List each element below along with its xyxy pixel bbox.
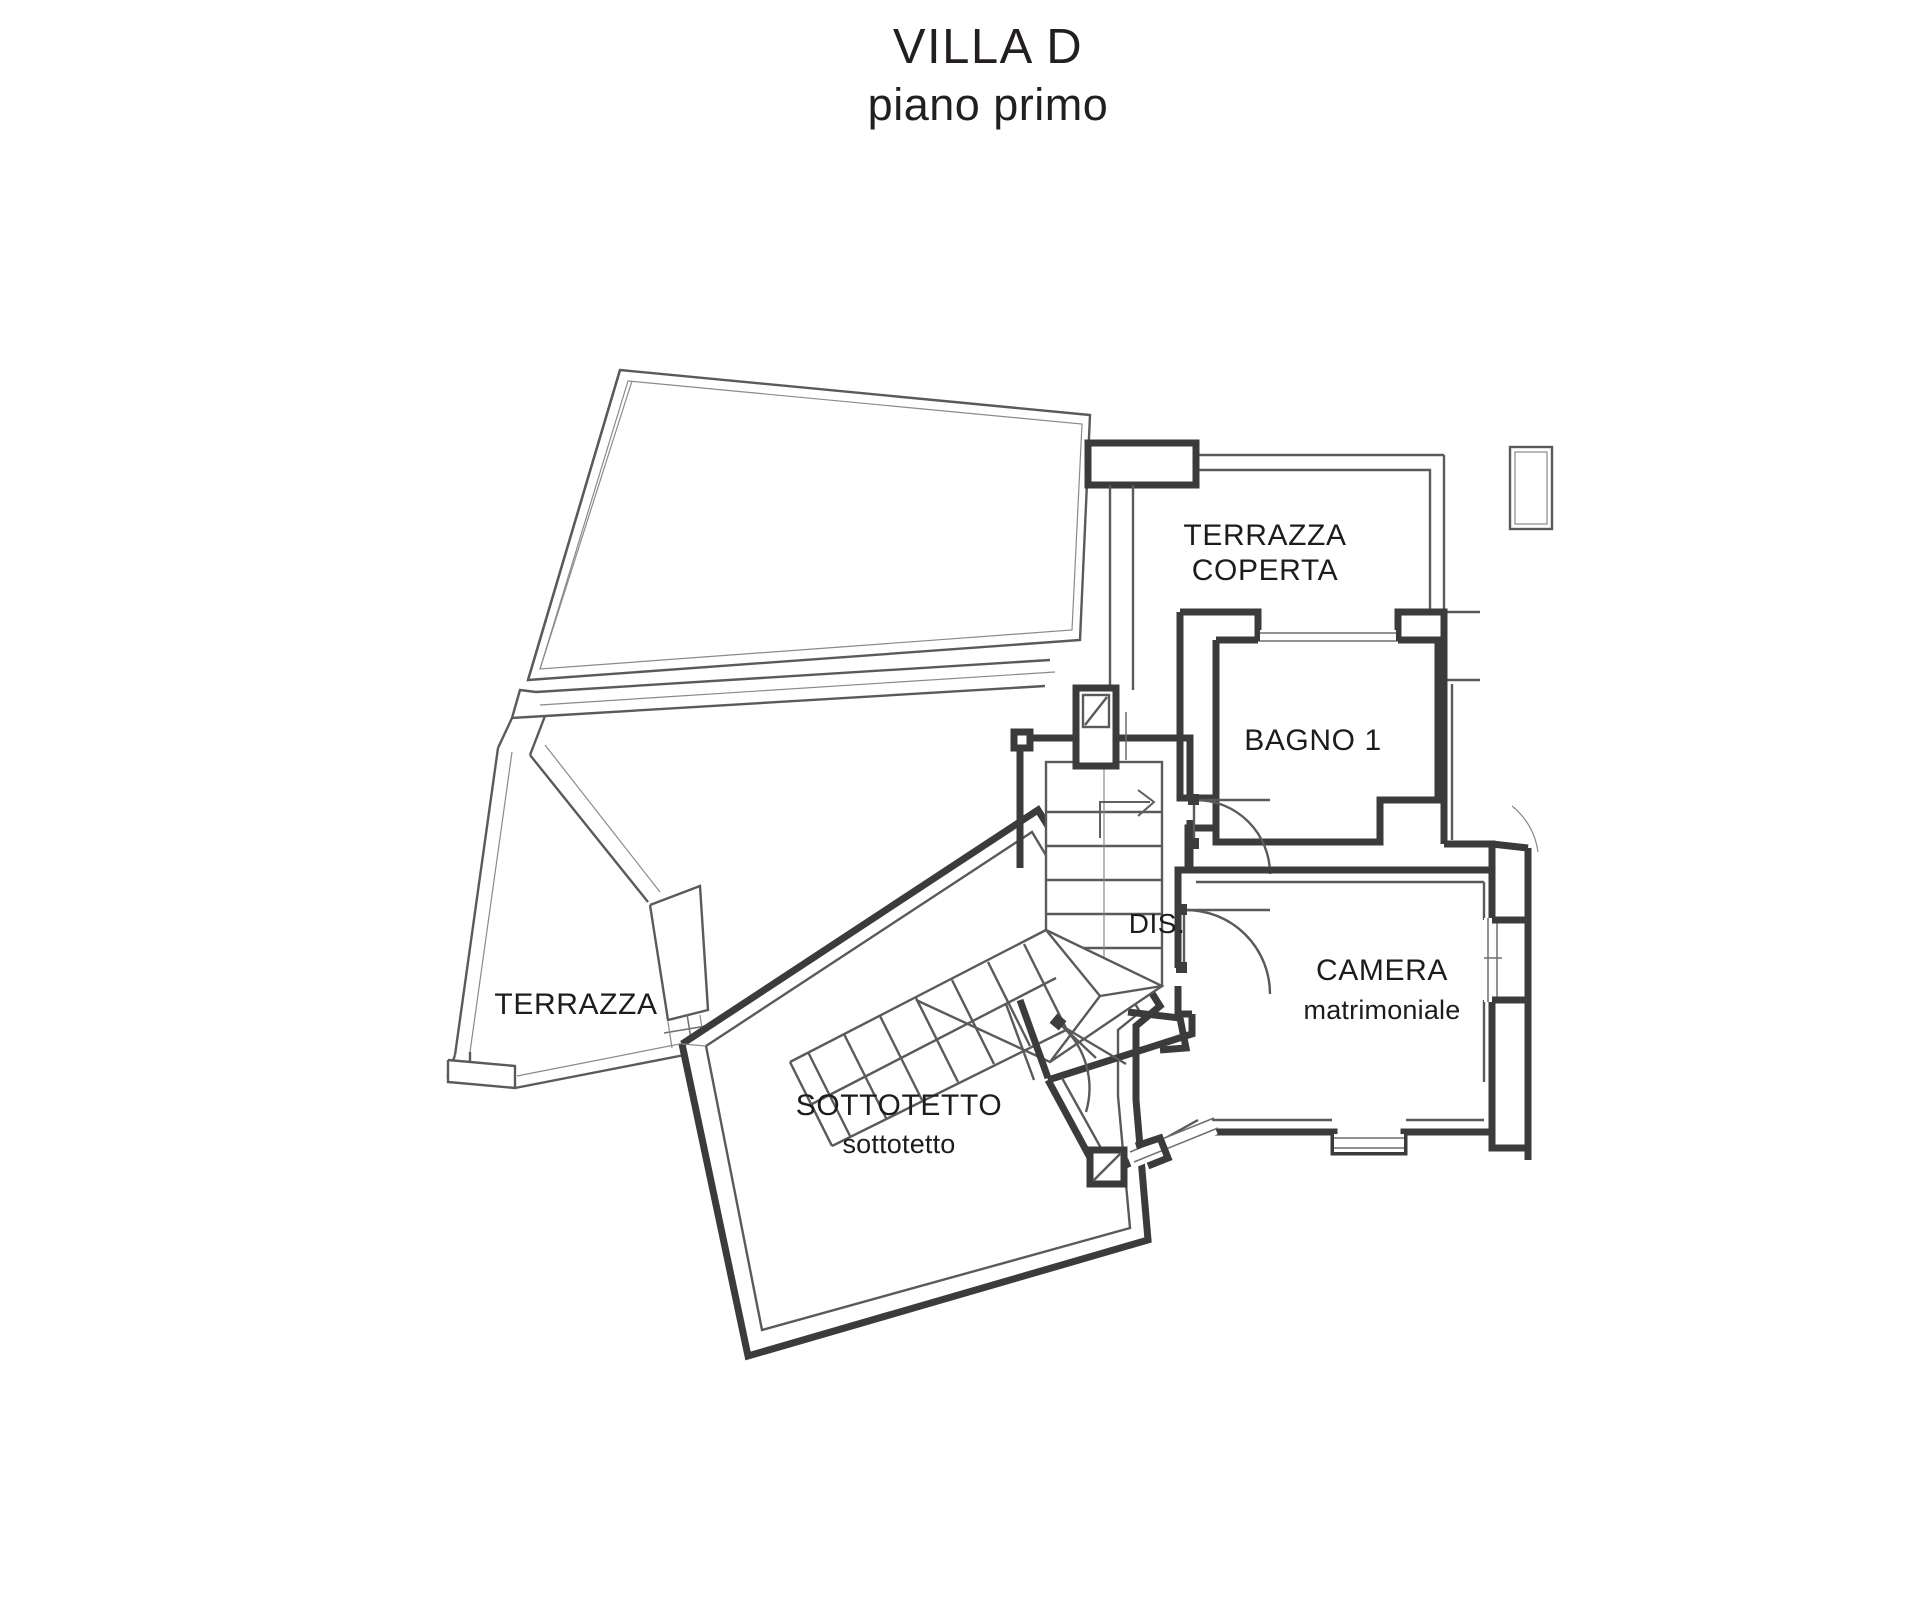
room-camera-matrimoniale — [1176, 805, 1539, 1160]
label-terrazza-coperta-line1: TERRAZZA — [1183, 519, 1346, 552]
roof-slope-upper — [526, 368, 1092, 682]
staircase-lower-flight — [788, 928, 1165, 1148]
label-sottotetto-line2: sottotetto — [842, 1129, 955, 1159]
staircase — [788, 760, 1165, 1148]
detached-shaft — [1508, 445, 1554, 531]
door-camera — [1176, 904, 1272, 995]
label-camera-line2: matrimoniale — [1304, 995, 1461, 1025]
room-bagno-1 — [1176, 608, 1454, 875]
door-sottotetto — [1049, 1013, 1127, 1113]
label-camera-line1: CAMERA — [1316, 954, 1448, 987]
flue-2 — [1086, 1146, 1128, 1188]
room-terrazza — [446, 744, 713, 1090]
label-terrazza: TERRAZZA — [494, 988, 657, 1021]
door-bagno — [1188, 794, 1272, 875]
label-bagno-1: BAGNO 1 — [1244, 724, 1382, 757]
wall-end-marker — [1010, 728, 1034, 752]
window-bagno-north — [1260, 630, 1396, 644]
window-camera-east — [1484, 918, 1502, 1002]
label-sottotetto-line1: SOTTOTETTO — [796, 1089, 1003, 1122]
room-labels: TERRAZZA COPERTA BAGNO 1 CAMERA matrimon… — [494, 519, 1460, 1159]
label-terrazza-coperta-line2: COPERTA — [1192, 554, 1338, 587]
south-connection-walls — [1044, 1077, 1219, 1188]
window-camera-south — [1334, 1134, 1404, 1152]
flue-1 — [1072, 684, 1120, 770]
roof-left-edge — [526, 369, 633, 681]
label-disimpegno: DIS. — [1129, 908, 1185, 939]
room-terrazza-coperta — [1084, 439, 1480, 690]
roof-slope-lower — [453, 658, 1056, 1056]
